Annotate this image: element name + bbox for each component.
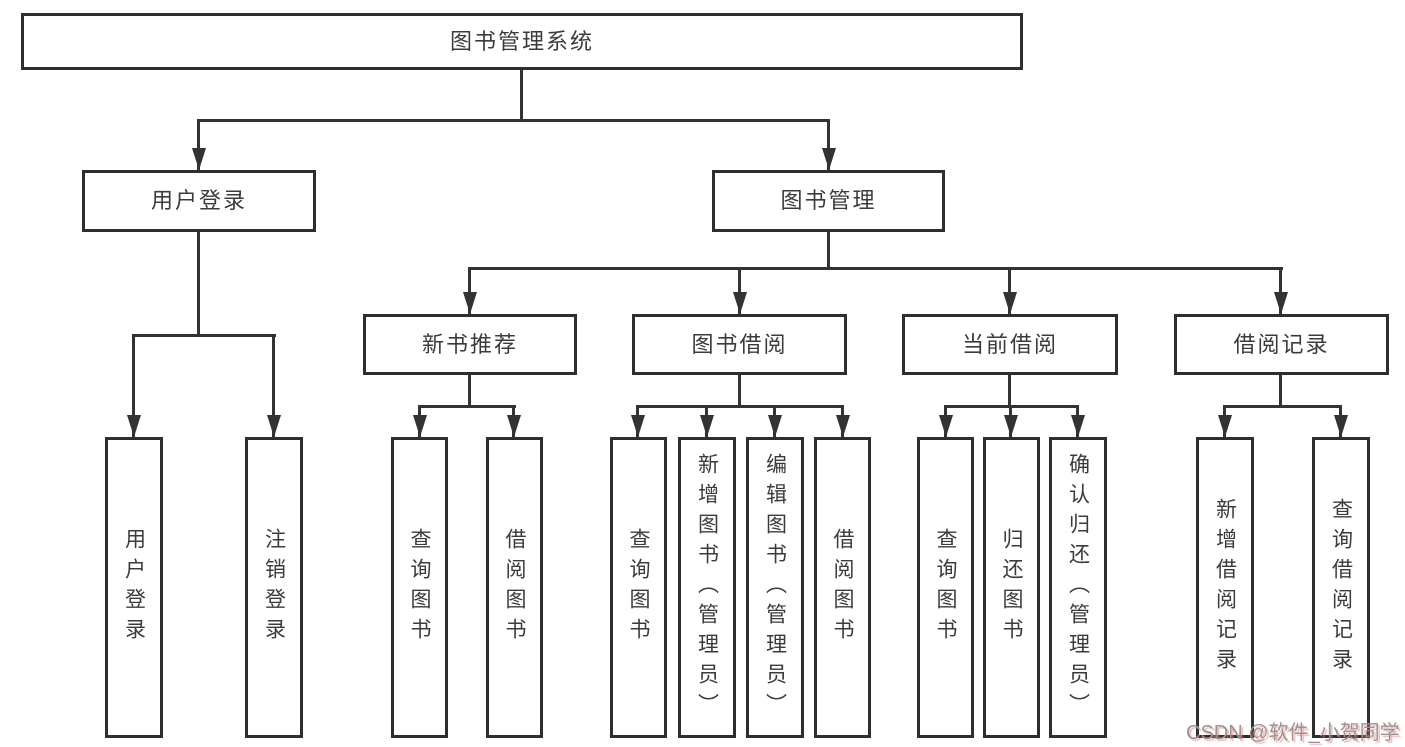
arrow-down-icon bbox=[1003, 292, 1017, 314]
connector-line bbox=[1279, 375, 1282, 407]
node-book-management-label: 图书管理 bbox=[780, 188, 877, 213]
node-book-borrow-label: 图书借阅 bbox=[691, 331, 788, 357]
connector-line bbox=[132, 334, 276, 337]
node-user-login: 用户登录 bbox=[82, 170, 316, 232]
leaf-query-borrow-record: 查询借阅记录 bbox=[1312, 437, 1370, 738]
connector-line bbox=[636, 405, 843, 408]
leaf-add-book-admin: 新增图书（管理员） bbox=[678, 437, 736, 738]
arrow-down-icon bbox=[267, 415, 281, 437]
leaf-label: 查询图书 bbox=[934, 527, 958, 648]
connector-line bbox=[468, 375, 471, 407]
node-root-label: 图书管理系统 bbox=[449, 28, 594, 54]
connector-line bbox=[1008, 267, 1011, 314]
leaf-label: 新增图书（管理员） bbox=[695, 452, 719, 723]
node-borrow-records-label: 借阅记录 bbox=[1233, 331, 1330, 357]
arrow-down-icon bbox=[1334, 415, 1348, 437]
leaf-return-book: 归还图书 bbox=[983, 437, 1040, 738]
leaf-query-books-recommend: 查询图书 bbox=[391, 437, 448, 738]
connector-line bbox=[468, 267, 1283, 270]
connector-line bbox=[738, 267, 741, 314]
arrow-down-icon bbox=[192, 148, 206, 170]
arrow-down-icon bbox=[939, 415, 953, 437]
leaf-label: 注销登录 bbox=[262, 527, 286, 648]
connector-line bbox=[272, 334, 275, 437]
arrow-down-icon bbox=[1071, 415, 1085, 437]
arrow-down-icon bbox=[507, 415, 521, 437]
connector-line bbox=[1279, 267, 1282, 314]
leaf-label: 新增借阅记录 bbox=[1213, 497, 1237, 678]
arrow-down-icon bbox=[733, 292, 747, 314]
arrow-down-icon bbox=[1274, 292, 1288, 314]
connector-line bbox=[827, 232, 830, 270]
connector-line bbox=[197, 119, 200, 170]
leaf-query-books-borrow: 查询图书 bbox=[610, 437, 667, 738]
leaf-add-borrow-record: 新增借阅记录 bbox=[1196, 437, 1254, 738]
leaf-label: 借阅图书 bbox=[831, 527, 855, 648]
watermark: CSDN @软件_小贺同学 bbox=[1186, 722, 1400, 744]
connector-line bbox=[468, 267, 471, 314]
node-book-borrow: 图书借阅 bbox=[632, 314, 847, 375]
arrow-down-icon bbox=[768, 415, 782, 437]
leaf-borrow-books: 借阅图书 bbox=[814, 437, 871, 738]
arrow-down-icon bbox=[836, 415, 850, 437]
connector-line bbox=[197, 232, 200, 336]
arrow-down-icon bbox=[1218, 415, 1232, 437]
node-new-book-recommend-label: 新书推荐 bbox=[421, 331, 518, 357]
leaf-label: 用户登录 bbox=[122, 527, 146, 648]
arrow-down-icon bbox=[127, 415, 141, 437]
leaf-borrow-books-recommend: 借阅图书 bbox=[486, 437, 543, 738]
arrow-down-icon bbox=[631, 415, 645, 437]
arrow-down-icon bbox=[700, 415, 714, 437]
leaf-label: 查询借阅记录 bbox=[1329, 497, 1353, 678]
node-borrow-records: 借阅记录 bbox=[1174, 314, 1389, 375]
leaf-label: 查询图书 bbox=[627, 527, 651, 648]
leaf-label: 编辑图书（管理员） bbox=[763, 452, 787, 723]
arrow-down-icon bbox=[413, 415, 427, 437]
node-user-login-label: 用户登录 bbox=[150, 188, 247, 213]
connector-line bbox=[197, 119, 830, 122]
arrow-down-icon bbox=[822, 148, 836, 170]
connector-line bbox=[827, 119, 830, 170]
leaf-query-books-current: 查询图书 bbox=[917, 437, 974, 738]
leaf-edit-book-admin: 编辑图书（管理员） bbox=[746, 437, 804, 738]
connector-line bbox=[418, 405, 516, 408]
node-new-book-recommend: 新书推荐 bbox=[363, 314, 577, 375]
node-current-borrow: 当前借阅 bbox=[902, 314, 1118, 375]
leaf-label: 查询图书 bbox=[408, 527, 432, 648]
leaf-logout: 注销登录 bbox=[245, 437, 303, 738]
node-current-borrow-label: 当前借阅 bbox=[961, 331, 1058, 357]
leaf-user-login: 用户登录 bbox=[105, 437, 163, 738]
connector-line bbox=[738, 375, 741, 407]
node-root: 图书管理系统 bbox=[21, 13, 1023, 70]
connector-line bbox=[1008, 375, 1011, 407]
node-book-management: 图书管理 bbox=[712, 170, 945, 232]
leaf-confirm-return-admin: 确认归还（管理员） bbox=[1049, 437, 1107, 738]
connector-line bbox=[1223, 405, 1341, 408]
leaf-label: 归还图书 bbox=[1000, 527, 1024, 648]
leaf-label: 确认归还（管理员） bbox=[1066, 452, 1090, 723]
leaf-label: 借阅图书 bbox=[503, 527, 527, 648]
connector-line bbox=[132, 334, 135, 437]
connector-line bbox=[520, 70, 523, 120]
arrow-down-icon bbox=[463, 292, 477, 314]
arrow-down-icon bbox=[1004, 415, 1018, 437]
